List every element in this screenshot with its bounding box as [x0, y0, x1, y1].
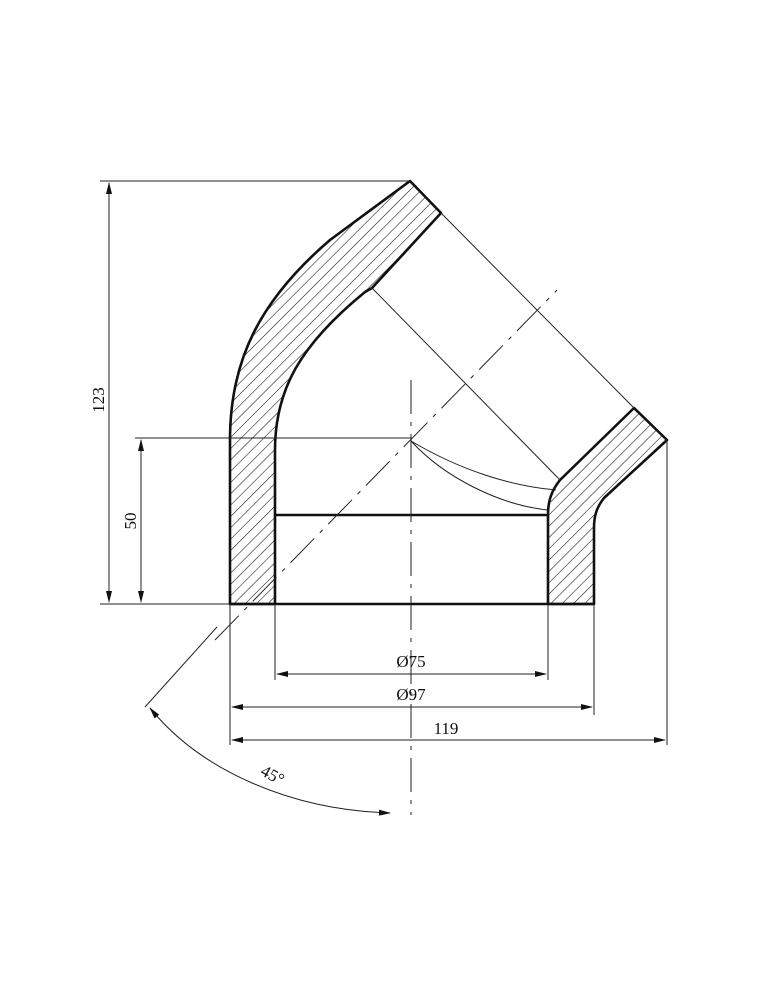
bore-inner-line [371, 287, 561, 481]
dimension-label-119: 119 [434, 719, 459, 738]
left-wall-section [228, 179, 443, 606]
diagonal-centerline [214, 289, 558, 641]
angle-arc [149, 707, 391, 816]
angle-label: 45° [258, 761, 288, 789]
dimension-label-75: Ø75 [396, 652, 425, 671]
dimension-label-50: 50 [121, 513, 140, 530]
angle-extension-line [144, 626, 218, 708]
intersection-curve-2 [410, 440, 549, 511]
dimension-label-123: 123 [89, 387, 108, 413]
intersection-curve-1 [410, 440, 557, 491]
right-wall-section [546, 406, 669, 606]
dimension-label-97: Ø97 [396, 685, 426, 704]
